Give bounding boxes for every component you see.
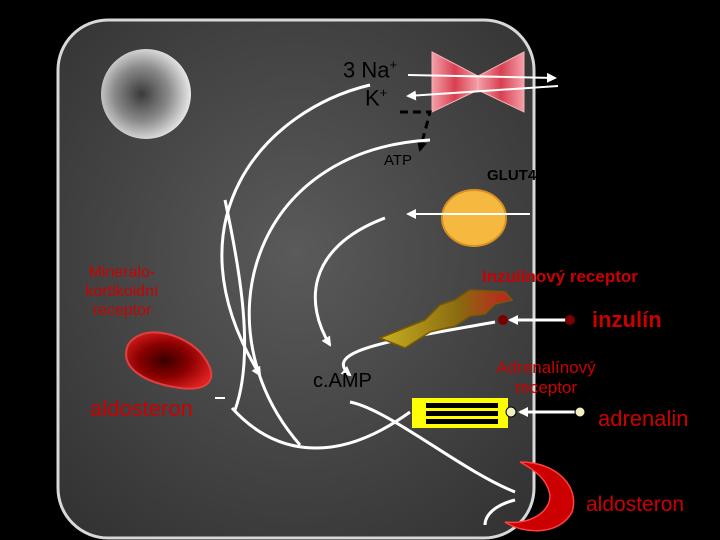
insulin-binding-site — [498, 315, 508, 325]
adrenalin-receptor-label: Adrenalínový receptor — [496, 358, 596, 397]
k2-label: 2 K+ — [563, 89, 605, 115]
atp-dashed-arrow — [400, 110, 432, 152]
aldosteron-outer-label: aldosteron — [586, 493, 685, 516]
glut4-transporter — [441, 189, 507, 247]
k-arrow — [406, 85, 559, 101]
na-label: 3 Na+ — [343, 57, 398, 83]
nucleus — [101, 49, 191, 139]
aldosteron-outer-shape — [504, 461, 575, 532]
na-k-pump — [431, 51, 525, 113]
adrenalin-receptor — [412, 398, 508, 428]
signal-arcs — [220, 83, 516, 494]
aldosteron-entry-curve — [483, 498, 516, 526]
inzulin-label: inzulín — [592, 307, 662, 332]
atp-label: ATP — [384, 152, 413, 169]
insulin-receptor — [377, 289, 514, 349]
camp-label: c.AMP — [313, 370, 372, 392]
insulin-receptor-label: Inzulínový receptor — [482, 267, 638, 286]
na-arrow — [407, 72, 557, 83]
aldosteron-inner-label: aldosteron — [90, 396, 193, 421]
insulin-molecule — [565, 315, 575, 325]
adrenalin-binding-site — [505, 406, 517, 418]
mineralokortikoid-receptor-label: Mineralo- kortikoidní receptor — [85, 264, 159, 320]
mineralokortikoid-receptor — [125, 331, 213, 390]
k-label: K+ — [365, 85, 388, 111]
glukoza-label: glukóza — [542, 205, 624, 230]
adrenalin-molecule — [574, 406, 586, 418]
adrenalin-label: adrenalin — [598, 406, 689, 431]
glut4-label: GLUT4 — [487, 167, 537, 184]
